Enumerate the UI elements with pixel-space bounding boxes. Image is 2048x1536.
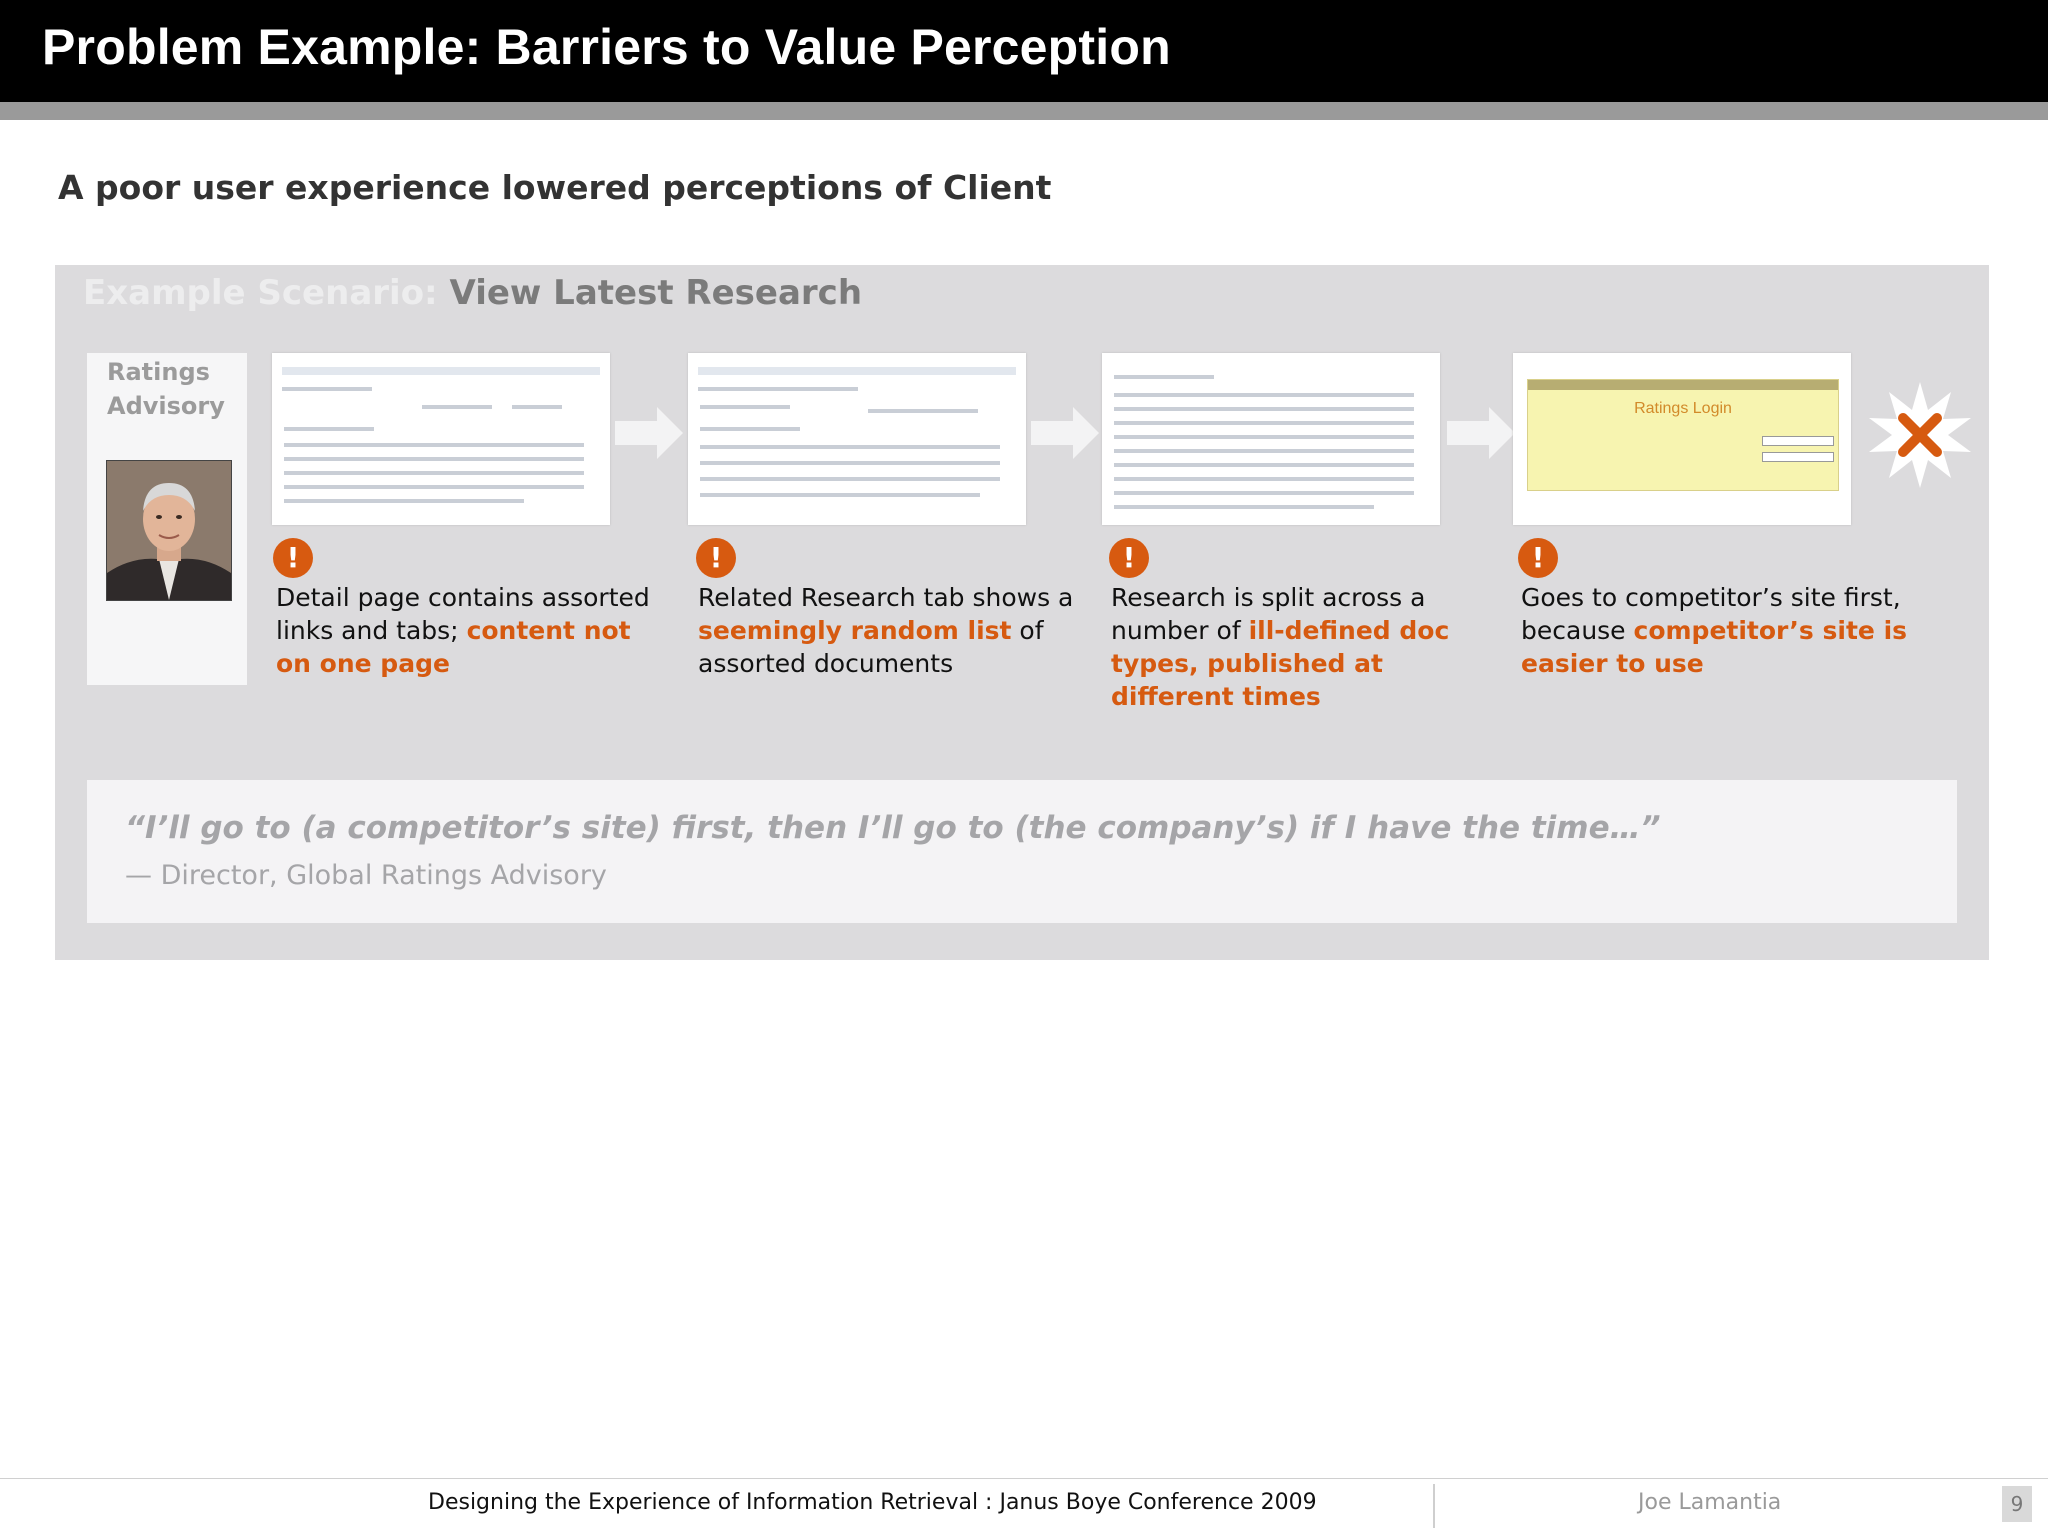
quote-text: “I’ll go to (a competitor’s site) first,… [125,810,1661,846]
step-description-1: Detail page contains assorted links and … [276,583,650,678]
quote-box: “I’ll go to (a competitor’s site) first,… [87,780,1957,923]
title-bar: Problem Example: Barriers to Value Perce… [0,0,2048,102]
persona-card: Ratings Advisory [87,353,247,685]
scenario-label: Example Scenario: [83,273,438,313]
footer-author: Joe Lamantia [1638,1490,1782,1515]
persona-label: Ratings Advisory [107,358,225,420]
footer-divider [0,1478,2048,1479]
step-description-2: Related Research tab shows a seemingly r… [698,583,1074,678]
footer-separator [1433,1484,1435,1528]
alert-icon: ! [1109,538,1149,578]
persona-photo [106,460,232,601]
step-description-3: Research is split across a number of ill… [1111,583,1450,711]
page-number: 9 [2002,1486,2032,1522]
title-underline [0,102,2048,120]
results-list-screenshot [1102,353,1440,525]
scenario-heading: Example Scenario: View Latest Research [83,273,862,313]
alert-icon: ! [273,538,313,578]
alert-icon: ! [696,538,736,578]
quote-attribution: — Director, Global Ratings Advisory [125,860,607,891]
competitor-login-screenshot: Ratings Login [1513,353,1851,525]
login-title: Ratings Login [1634,400,1732,417]
footer-conference: Designing the Experience of Information … [428,1490,1317,1515]
slide-subtitle: A poor user experience lowered perceptio… [58,168,1052,207]
step-description-4: Goes to competitor’s site first, because… [1521,583,1908,678]
detail-page-screenshot [272,353,610,525]
related-research-screenshot [688,353,1026,525]
x-mark-icon [1865,380,1975,490]
scenario-name: View Latest Research [449,273,863,313]
alert-icon: ! [1518,538,1558,578]
scenario-panel: Example Scenario: View Latest Research R… [55,265,1989,960]
slide-title: Problem Example: Barriers to Value Perce… [42,19,1171,75]
